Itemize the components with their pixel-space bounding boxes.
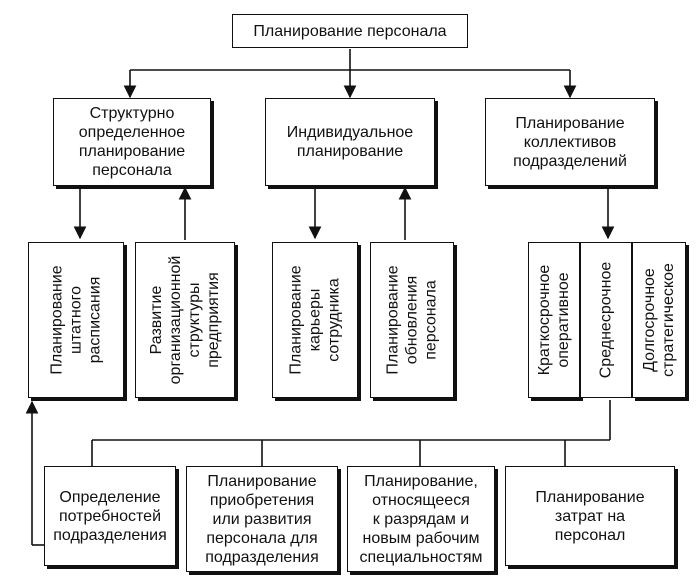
sub-label: Развитие организационной структуры предп…: [148, 255, 222, 385]
sub-label: Планирование обновления персонала: [384, 265, 440, 375]
category-label: Структурно определенное планирование пер…: [78, 105, 186, 179]
category-label: Планирование коллективов подразделений: [513, 114, 627, 170]
sub-medium-term: Среднесрочное: [580, 242, 632, 398]
sub-label: Краткосрочное оперативное: [536, 264, 572, 376]
bottom-label: Планирование, относящееся к разрядам и н…: [359, 472, 483, 566]
sub-org-structure-development: Развитие организационной структуры предп…: [135, 242, 235, 398]
category-label: Индивидуальное планирование: [286, 124, 414, 160]
sub-label: Среднесрочное: [597, 261, 615, 379]
category-team-planning: Планирование коллективов подразделений: [485, 98, 655, 186]
title-box: Планирование персонала: [232, 14, 468, 48]
bottom-label: Планирование приобретения или развития п…: [205, 472, 319, 566]
bottom-label: Планирование затрат на персонал: [535, 488, 645, 544]
category-structural-planning: Структурно определенное планирование пер…: [53, 98, 211, 186]
sub-label: Планирование штатного расписания: [48, 265, 104, 375]
bottom-personnel-costs-planning: Планирование затрат на персонал: [505, 466, 675, 566]
sub-label: Долгосрочное стратегическое: [641, 263, 677, 377]
sub-label: Планирование карьеры сотрудника: [287, 265, 343, 375]
sub-staff-renewal-planning: Планирование обновления персонала: [370, 242, 454, 398]
bottom-acquisition-development-planning: Планирование приобретения или развития п…: [186, 466, 338, 572]
bottom-needs-determination: Определение потребностей подразделения: [44, 466, 176, 566]
category-individual-planning: Индивидуальное планирование: [265, 98, 435, 186]
bottom-label: Определение потребностей подразделения: [53, 488, 167, 544]
title-label: Планирование персонала: [253, 22, 447, 40]
sub-staff-schedule-planning: Планирование штатного расписания: [28, 242, 124, 398]
sub-career-planning: Планирование карьеры сотрудника: [272, 242, 358, 398]
sub-short-term-operational: Краткосрочное оперативное: [528, 242, 580, 398]
sub-long-term-strategic: Долгосрочное стратегическое: [632, 242, 686, 398]
bottom-grades-specialties-planning: Планирование, относящееся к разрядам и н…: [347, 466, 495, 572]
